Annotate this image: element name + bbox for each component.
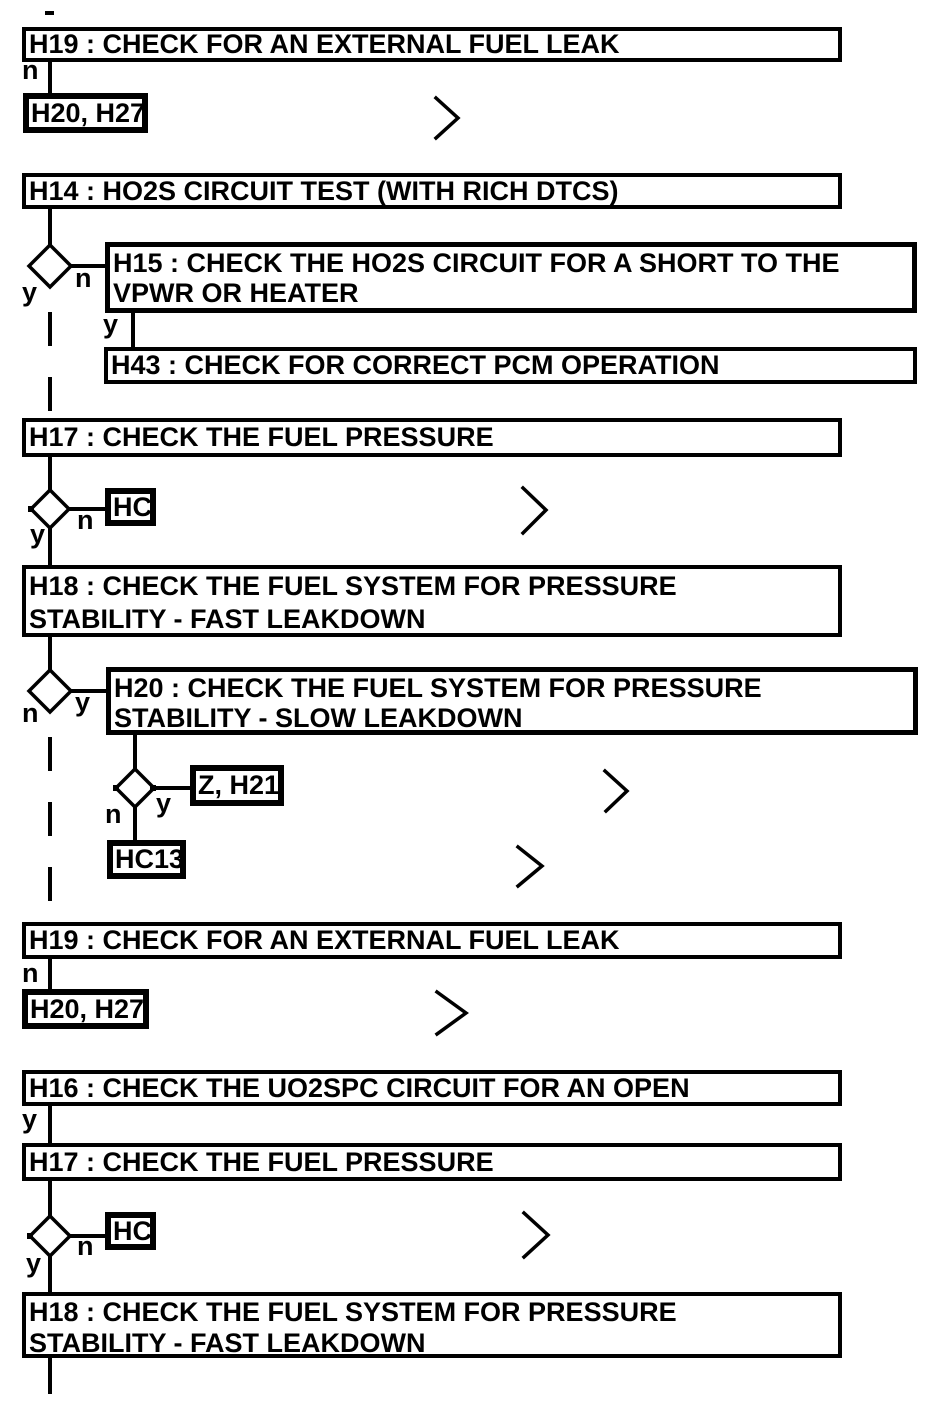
decision-diamond-h17-second [27, 1213, 73, 1259]
branch-label-yes: y [22, 1104, 38, 1134]
process-box-h19-bottom: H19 : CHECK FOR AN EXTERNAL FUEL LEAK [22, 922, 842, 959]
branch-label-yes: y [26, 1248, 42, 1278]
branch-label-no: n [77, 505, 94, 535]
offpage-chevron-icon [433, 95, 461, 141]
branch-label-no: n [22, 958, 39, 988]
ref-box-hc-second: HC [105, 1212, 156, 1250]
decision-diamond-h17-first [28, 487, 72, 531]
branch-label-yes: y [156, 788, 172, 818]
diamond-handle [28, 506, 34, 512]
branch-label-no: n [77, 1231, 94, 1261]
process-box-h43: H43 : CHECK FOR CORRECT PCM OPERATION [104, 347, 917, 384]
process-box-h15: H15 : CHECK THE HO2S CIRCUIT FOR A SHORT… [105, 242, 917, 313]
ref-box-hc13: HC13 [107, 840, 186, 879]
offpage-chevron-icon [602, 768, 630, 814]
process-box-h18-first: H18 : CHECK THE FUEL SYSTEM FOR PRESSURE… [22, 565, 842, 637]
diamond-handle [113, 785, 119, 791]
offpage-chevron-icon [434, 989, 469, 1037]
top-dash [45, 11, 54, 15]
branch-label-yes: y [22, 277, 38, 307]
process-box-h18-second: H18 : CHECK THE FUEL SYSTEM FOR PRESSURE… [22, 1292, 842, 1358]
ref-box-hc-first: HC [105, 488, 156, 526]
offpage-chevron-icon [521, 1210, 551, 1260]
process-box-h17-second: H17 : CHECK THE FUEL PRESSURE [22, 1143, 842, 1181]
branch-label-no: n [75, 263, 92, 293]
offpage-chevron-icon [515, 844, 545, 889]
process-box-h16: H16 : CHECK THE UO2SPC CIRCUIT FOR AN OP… [22, 1070, 842, 1106]
ref-box-h20-h27-bottom: H20, H27 [22, 989, 149, 1029]
process-box-h17-first: H17 : CHECK THE FUEL PRESSURE [22, 418, 842, 457]
diamond-handle [27, 1233, 33, 1239]
decision-diamond-h18-first [26, 667, 74, 715]
branch-label-yes: y [75, 687, 91, 717]
decision-diamond-h14 [26, 242, 74, 290]
ref-box-z-h21: Z, H21 [190, 765, 284, 806]
diamond-handle [150, 785, 156, 791]
offpage-chevron-icon [520, 485, 549, 536]
branch-label-yes: y [103, 309, 119, 339]
process-box-h20-slow: H20 : CHECK THE FUEL SYSTEM FOR PRESSURE… [106, 667, 918, 735]
decision-diamond-h20-slow [113, 766, 157, 810]
branch-label-yes: y [30, 519, 46, 549]
branch-label-no: n [22, 698, 39, 728]
branch-label-no: n [105, 799, 122, 829]
process-box-h14: H14 : HO2S CIRCUIT TEST (WITH RICH DTCS) [22, 173, 842, 209]
process-box-h19-top: H19 : CHECK FOR AN EXTERNAL FUEL LEAK [22, 27, 842, 62]
ref-box-h20-h27-top: H20, H27 [23, 93, 148, 133]
branch-label-no: n [22, 55, 39, 85]
